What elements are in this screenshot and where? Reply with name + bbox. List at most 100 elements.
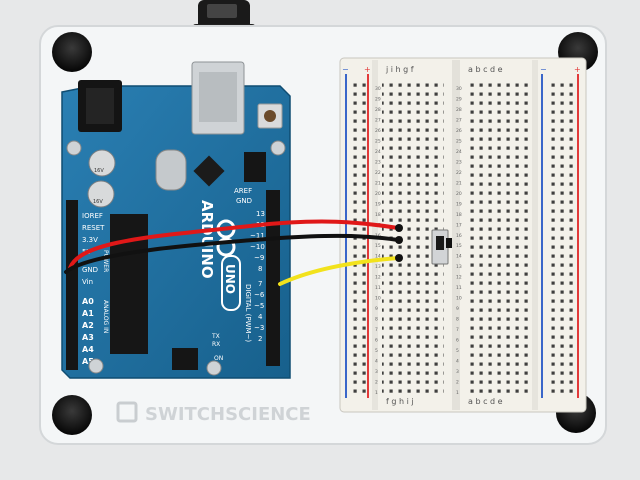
pin-10: ~10 — [250, 243, 265, 251]
row-number-label: 5 — [375, 348, 378, 354]
rubber-foot-bottom-left — [52, 395, 92, 435]
atmega-microcontroller — [110, 214, 148, 354]
row-number-label: 8 — [375, 317, 378, 323]
tx-label: TX — [211, 333, 220, 340]
row-number-label: 15 — [456, 243, 462, 249]
icsp-header — [244, 152, 266, 182]
terminal-holes-right — [466, 82, 528, 394]
row-number-label: 1 — [375, 390, 378, 396]
row-number-label: 2 — [375, 380, 378, 386]
row-number-label: 28 — [375, 107, 381, 113]
rx-label: RX — [212, 341, 220, 348]
row-number-label: 13 — [456, 264, 462, 270]
row-number-label: 4 — [456, 359, 459, 365]
row-number-label: 6 — [456, 338, 459, 344]
column-letters-top-left: j i h g f — [385, 65, 414, 74]
row-number-label: 25 — [456, 138, 462, 144]
row-number-label: 17 — [456, 222, 462, 228]
row-number-label: 7 — [375, 327, 378, 333]
row-number-label: 12 — [375, 275, 381, 281]
digital-header — [266, 190, 280, 366]
row-number-label: 21 — [375, 180, 381, 186]
usb-interface-chip — [193, 155, 225, 187]
yellow-wire — [278, 256, 400, 286]
wire-tip — [395, 224, 403, 232]
row-numbers-right: 3029282726252423222120191817161514131211… — [456, 86, 462, 396]
row-number-label: 14 — [456, 254, 462, 260]
row-number-label: 2 — [456, 380, 459, 386]
row-number-label: 10 — [456, 296, 462, 302]
pin-vin: Vin — [82, 278, 93, 286]
pin-aref: AREF — [234, 187, 252, 195]
rail-holes-right — [546, 82, 574, 394]
mounting-screw — [206, 360, 222, 376]
capacitor-b-label: 16V — [93, 199, 103, 205]
arduino-board: 16V 16V ARDUINO UNO DIGITAL (PWM~ — [61, 61, 291, 379]
row-number-label: 30 — [456, 86, 462, 92]
row-number-label: 29 — [456, 96, 462, 102]
row-number-label: 24 — [375, 149, 381, 155]
row-number-label: 20 — [456, 191, 462, 197]
row-number-label: 10 — [375, 296, 381, 302]
row-number-label: 11 — [375, 285, 381, 291]
row-number-label: 19 — [456, 201, 462, 207]
row-number-label: 18 — [375, 212, 381, 218]
crystal-oscillator — [155, 149, 187, 191]
jumper-wires — [64, 219, 403, 286]
pin-8: 8 — [258, 265, 262, 273]
pin-gnd-digital: GND — [236, 197, 252, 205]
row-number-label: 24 — [456, 149, 462, 155]
pin-9: ~9 — [254, 254, 264, 262]
pin-3v3: 3.3V — [82, 236, 98, 244]
row-number-label: 16 — [456, 233, 462, 239]
wire-tip — [395, 236, 403, 244]
row-number-label: 29 — [375, 96, 381, 102]
rubber-foot-top-left — [52, 32, 92, 72]
row-number-label: 1 — [456, 390, 459, 396]
pin-a3: A3 — [82, 333, 94, 342]
mounting-screw — [88, 358, 104, 374]
pin-a5: A5 — [82, 357, 94, 366]
row-number-label: 21 — [456, 180, 462, 186]
rail-plus-sign: + — [574, 65, 581, 74]
pin-a0: A0 — [82, 297, 94, 306]
column-letters-bottom-right: a b c d e — [468, 397, 503, 406]
pin-gnd-power: GND — [82, 266, 98, 274]
row-number-label: 27 — [456, 117, 462, 123]
row-number-label: 30 — [375, 86, 381, 92]
pin-2: 2 — [258, 335, 262, 343]
breadboard: − + − + j i h g f a b c d e f g h i j a … — [339, 57, 587, 413]
row-number-label: 3 — [375, 369, 378, 375]
column-letters-top-right: a b c d e — [468, 65, 503, 74]
mounting-screw — [66, 140, 82, 156]
digital-header-label: DIGITAL (PWM~) — [244, 284, 252, 342]
pin-a4: A4 — [82, 345, 94, 354]
rail-minus-sign: − — [342, 65, 349, 74]
row-number-label: 27 — [375, 117, 381, 123]
black-wire — [64, 233, 400, 274]
row-number-label: 3 — [456, 369, 459, 375]
pin-3: ~3 — [254, 324, 264, 332]
pin-a1: A1 — [82, 309, 94, 318]
slide-switch — [431, 229, 452, 265]
row-number-label: 26 — [375, 128, 381, 134]
capacitor-a: 16V — [88, 149, 116, 177]
pin-6: ~6 — [254, 291, 265, 299]
row-number-label: 6 — [375, 338, 378, 344]
uno-text: UNO — [223, 264, 237, 294]
row-number-label: 28 — [456, 107, 462, 113]
row-number-label: 11 — [456, 285, 462, 291]
row-number-label: 9 — [375, 306, 378, 312]
uno-badge: UNO — [221, 255, 241, 311]
analog-header-label: ANALOG IN — [102, 300, 109, 333]
row-number-label: 8 — [456, 317, 459, 323]
plate-brand: SWITCHSCIENCE — [116, 401, 311, 425]
pin-4: 4 — [258, 313, 263, 321]
row-number-label: 20 — [375, 191, 381, 197]
row-number-label: 12 — [456, 275, 462, 281]
row-number-label: 4 — [375, 359, 378, 365]
icsp-header-bottom — [172, 348, 198, 370]
wire-tip — [395, 254, 403, 262]
row-number-label: 5 — [456, 348, 459, 354]
